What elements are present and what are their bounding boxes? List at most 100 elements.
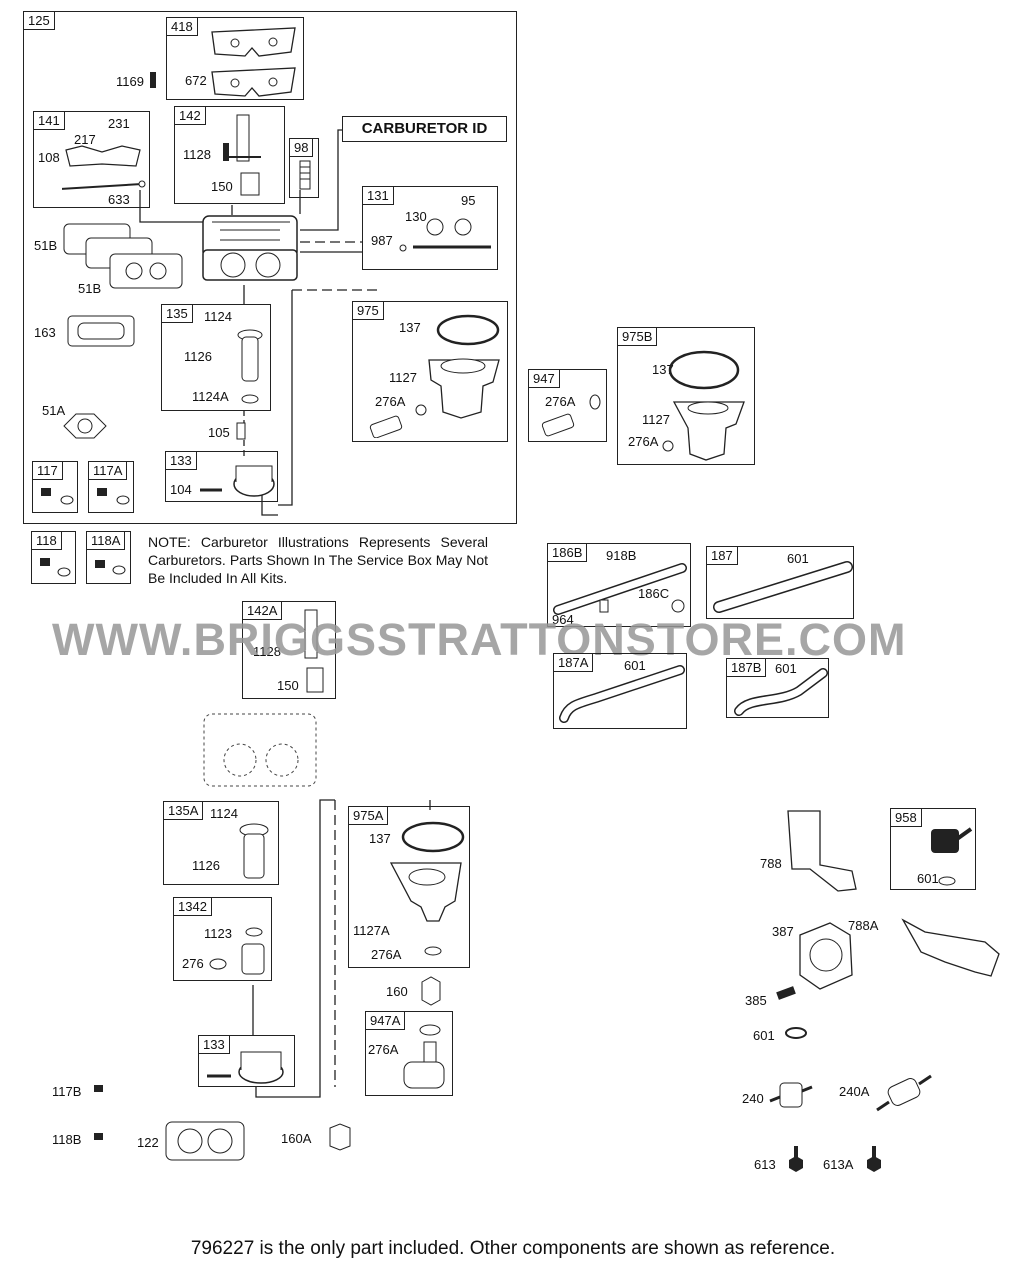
box-187b: 187B 601 [726, 658, 829, 718]
shutoff-valve-958-part [931, 827, 973, 886]
box-117: 117 [32, 461, 78, 513]
box-label-142a: 142A [242, 601, 283, 620]
solenoid-947-part [541, 394, 601, 437]
label-95: 95 [461, 193, 476, 208]
screw-117b-icon [94, 1085, 103, 1092]
box-141: 141 231 217 108 633 [33, 111, 150, 208]
box-947a: 947A 276A [365, 1011, 453, 1096]
label-1169: 1169 [116, 74, 144, 89]
bowl-133-lower-part [207, 1051, 284, 1084]
box-label-141: 141 [33, 111, 65, 130]
box-label-125: 125 [23, 11, 55, 30]
box-118: 118 [31, 531, 76, 584]
label-231: 231 [108, 116, 130, 131]
carburetor-body-part [202, 215, 298, 281]
box-label-186b: 186B [547, 543, 588, 562]
label-385: 385 [745, 993, 767, 1008]
box-label-975a: 975A [348, 806, 389, 825]
box-975a: 975A 137 1127A 276A [348, 806, 470, 968]
label-150-142a: 150 [277, 678, 299, 693]
spring-98-part [299, 160, 311, 190]
box-418: 418 672 [166, 17, 304, 100]
gasket-51b-part [63, 223, 183, 289]
label-672: 672 [185, 73, 207, 88]
screw-washer-117-part [41, 488, 74, 505]
plate-108-part [62, 145, 146, 190]
label-276a-975a: 276A [371, 947, 402, 962]
nut-160a-icon [329, 1123, 351, 1151]
needle-131-part [399, 218, 491, 252]
gasket-51a-part [63, 413, 107, 439]
box-label-118a: 118A [86, 531, 126, 550]
carburetor-id-box: CARBURETOR ID [342, 116, 507, 142]
gasket-418-part [211, 27, 296, 97]
box-947: 947 276A [528, 369, 607, 442]
label-964: 964 [552, 612, 574, 627]
box-142: 142 1128 150 [174, 106, 285, 204]
clamp-601-icon [785, 1027, 807, 1039]
shaft-142-part [223, 114, 261, 196]
solenoid-947a-part [403, 1024, 445, 1089]
fuel-line-187a-part [559, 665, 685, 723]
box-1342: 1342 1123 276 [173, 897, 272, 981]
label-137-975a: 137 [369, 831, 391, 846]
bolt-613a-icon [867, 1146, 881, 1172]
fuel-line-187b-part [734, 668, 828, 716]
box-125: 125 [23, 11, 517, 524]
box-975: 975 137 1127 276A [352, 301, 508, 442]
label-613a: 613A [823, 1157, 854, 1172]
box-975b: 975B 137 1127 276A [617, 327, 755, 465]
label-1124-135a: 1124 [210, 806, 238, 821]
label-137: 137 [399, 320, 421, 335]
screw-washer-118a-part [95, 560, 126, 575]
box-187: 187 601 [706, 546, 854, 619]
box-label-975b: 975B [617, 327, 658, 346]
box-958: 958 601 [890, 808, 976, 890]
label-130: 130 [405, 209, 427, 224]
box-label-131: 131 [362, 186, 394, 205]
carburetor-body-outline-part [203, 713, 317, 787]
box-label-187a: 187A [553, 653, 594, 672]
box-135: 135 1124 1126 1124A [161, 304, 271, 411]
box-label-118: 118 [31, 531, 62, 550]
jet-105-icon [236, 422, 246, 440]
box-label-1342: 1342 [173, 897, 212, 916]
box-label-135: 135 [161, 304, 193, 323]
bowl-975a-part [389, 821, 465, 956]
box-142a: 142A 1128 150 [242, 601, 336, 699]
label-137-975b: 137 [652, 362, 674, 377]
label-186c: 186C [638, 586, 670, 601]
label-51b-top: 51B [34, 238, 58, 253]
seat-1342-part [209, 927, 265, 975]
label-613: 613 [754, 1157, 776, 1172]
screw-385-icon [776, 986, 796, 1000]
box-label-117a: 117A [88, 461, 128, 480]
fuel-line-186b-part [553, 563, 687, 615]
float-135-part [237, 329, 263, 404]
box-label-418: 418 [166, 17, 198, 36]
box-133: 133 104 [165, 451, 278, 502]
screw-washer-117a-part [97, 488, 130, 505]
fuel-filter-240a-part [876, 1074, 932, 1112]
fuel-filter-240-part [769, 1082, 813, 1108]
label-276: 276 [182, 956, 204, 971]
box-label-142: 142 [174, 106, 206, 125]
screw-washer-118-part [40, 558, 71, 577]
label-105: 105 [208, 425, 230, 440]
carburetor-note: NOTE: Carburetor Illustrations Represent… [148, 534, 488, 586]
bowl-133-part [200, 465, 275, 497]
box-label-98: 98 [289, 138, 314, 157]
label-108: 108 [38, 150, 60, 165]
label-918b: 918B [606, 548, 637, 563]
box-label-958: 958 [890, 808, 922, 827]
box-135a: 135A 1124 1126 [163, 801, 279, 885]
screw-118b-icon [94, 1133, 103, 1140]
box-117a: 117A [88, 461, 134, 513]
box-133-lower: 133 [198, 1035, 295, 1087]
label-1124: 1124 [204, 309, 232, 324]
fuel-pump-387-part [799, 922, 853, 990]
nut-160-icon [421, 976, 441, 1006]
float-135a-part [239, 823, 269, 879]
label-240a: 240A [839, 1084, 870, 1099]
